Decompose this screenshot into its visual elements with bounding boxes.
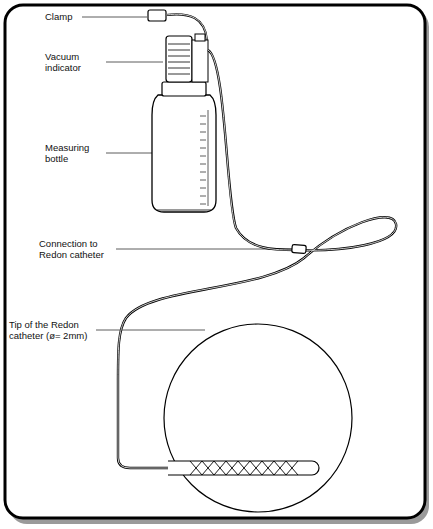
bottle-cap <box>162 82 206 96</box>
bellows-folds <box>168 44 190 74</box>
catheter-connection <box>292 245 307 254</box>
bottle-scale <box>198 110 208 206</box>
bottle-port <box>192 40 208 82</box>
frame <box>5 5 425 518</box>
catheter-perforations <box>190 461 298 468</box>
leader-lines <box>82 17 292 330</box>
part-label: Connection to Redon catheter <box>38 238 116 260</box>
catheter-tip <box>168 461 319 475</box>
detail-circle <box>164 324 352 512</box>
part-label: Vacuum indicator <box>44 51 106 73</box>
vacuum-indicator <box>166 36 192 82</box>
part-label: Tip of the Redon catheter (ø= 2mm) <box>8 319 96 341</box>
clamp <box>148 10 166 21</box>
part-label: Measuring bottle <box>44 142 106 164</box>
measuring-bottle <box>152 95 216 212</box>
part-label: Clamp <box>44 11 82 22</box>
